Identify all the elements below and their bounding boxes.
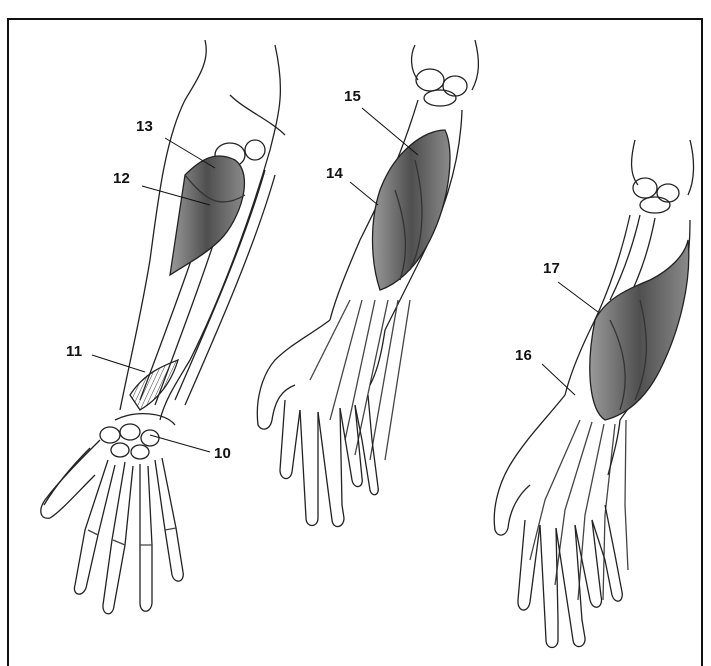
label-13: 13 <box>136 118 153 135</box>
label-12: 12 <box>113 170 130 187</box>
leader-13 <box>165 138 215 168</box>
right-forearm <box>494 140 693 648</box>
leader-14 <box>350 182 378 205</box>
leader-10 <box>150 435 210 452</box>
label-14: 14 <box>326 165 343 182</box>
leader-15 <box>362 108 418 155</box>
label-10: 10 <box>214 445 231 462</box>
label-16: 16 <box>515 347 532 364</box>
left-forearm <box>41 40 285 614</box>
label-17: 17 <box>543 260 560 277</box>
label-15: 15 <box>344 88 361 105</box>
label-11: 11 <box>66 343 82 360</box>
leader-lines <box>92 108 598 452</box>
leader-11 <box>92 355 145 372</box>
leader-17 <box>558 282 598 312</box>
